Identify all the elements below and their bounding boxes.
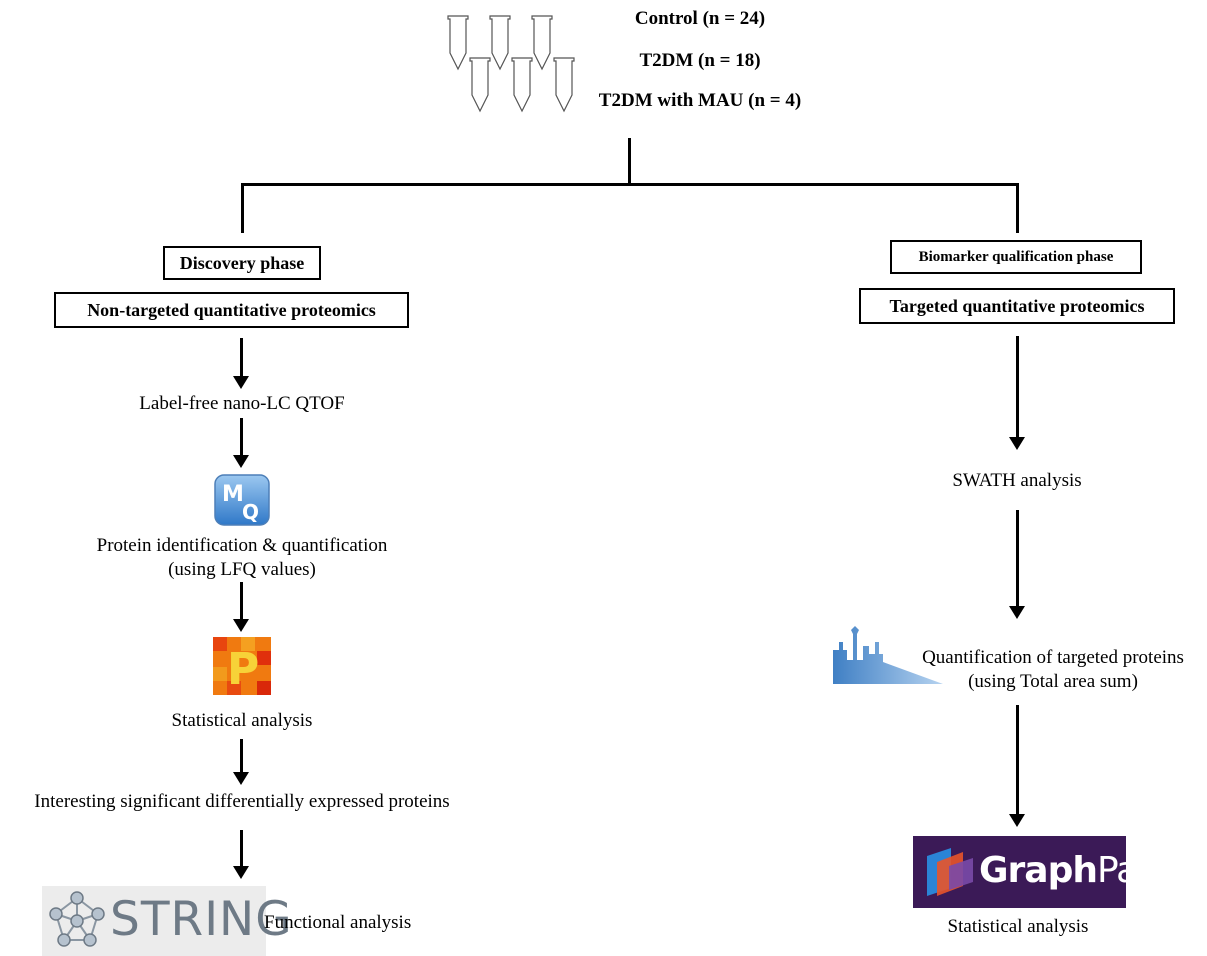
arrow-left-2 <box>240 418 243 458</box>
arrow-left-4-head <box>233 772 249 785</box>
group-t2dm-mau: T2DM with MAU (n = 4) <box>598 90 802 111</box>
graphpad-logo-text: GraphPad <box>979 850 1160 891</box>
string-logo-icon: STRING <box>42 886 292 956</box>
arrow-right-3-head <box>1009 814 1025 827</box>
connector-stem <box>628 138 631 186</box>
significant-proteins-step: Interesting significant differentially e… <box>34 791 450 812</box>
label-free-step: Label-free nano-LC QTOF <box>139 393 345 414</box>
arrow-left-3-head <box>233 619 249 632</box>
maxquant-logo-icon: M Q <box>213 473 271 527</box>
arrow-left-5 <box>240 830 243 868</box>
non-targeted-method-box: Non-targeted quantitative proteomics <box>54 292 409 328</box>
skyline-logo-icon <box>833 620 943 684</box>
protein-identification-line1: Protein identification & quantification <box>96 535 388 556</box>
sample-tubes-icon <box>440 10 580 115</box>
quantification-line1: Quantification of targeted proteins <box>922 647 1184 668</box>
perseus-logo-icon: P <box>213 637 271 695</box>
protein-identification-line2: (using LFQ values) <box>168 559 316 580</box>
quantification-step: Quantification of targeted proteins (usi… <box>898 646 1207 694</box>
svg-text:Q: Q <box>242 500 259 524</box>
quantification-line2: (using Total area sum) <box>968 671 1138 692</box>
connector-left-drop <box>241 183 244 233</box>
arrow-right-1-head <box>1009 437 1025 450</box>
arrow-left-1-head <box>233 376 249 389</box>
targeted-method-box: Targeted quantitative proteomics <box>859 288 1175 324</box>
arrow-right-1 <box>1016 336 1019 440</box>
svg-text:M: M <box>222 482 244 507</box>
connector-horizontal <box>241 183 1019 186</box>
statistical-analysis-right: Statistical analysis <box>947 916 1089 937</box>
arrow-right-2 <box>1016 510 1019 608</box>
arrow-left-5-head <box>233 866 249 879</box>
discovery-phase-box: Discovery phase <box>163 246 321 280</box>
graphpad-logo-icon: GraphPad <box>913 836 1160 908</box>
protein-identification-step: Protein identification & quantification … <box>62 534 422 582</box>
arrow-left-3 <box>240 582 243 622</box>
arrow-right-2-head <box>1009 606 1025 619</box>
graphpad-logo-text-a: Graph <box>979 850 1098 891</box>
graphpad-logo-text-b: Pad <box>1097 850 1160 891</box>
group-control: Control (n = 24) <box>634 8 766 29</box>
arrow-left-2-head <box>233 455 249 468</box>
biomarker-phase-box: Biomarker qualification phase <box>890 240 1142 274</box>
group-t2dm: T2DM (n = 18) <box>639 50 761 71</box>
arrow-left-1 <box>240 338 243 378</box>
string-logo-text: STRING <box>110 892 293 947</box>
functional-analysis: Functional analysis <box>264 912 412 933</box>
arrow-right-3 <box>1016 705 1019 817</box>
swath-analysis-step: SWATH analysis <box>952 470 1082 491</box>
svg-text:P: P <box>227 644 259 695</box>
connector-right-drop <box>1016 183 1019 233</box>
statistical-analysis-left: Statistical analysis <box>171 710 313 731</box>
arrow-left-4 <box>240 739 243 774</box>
